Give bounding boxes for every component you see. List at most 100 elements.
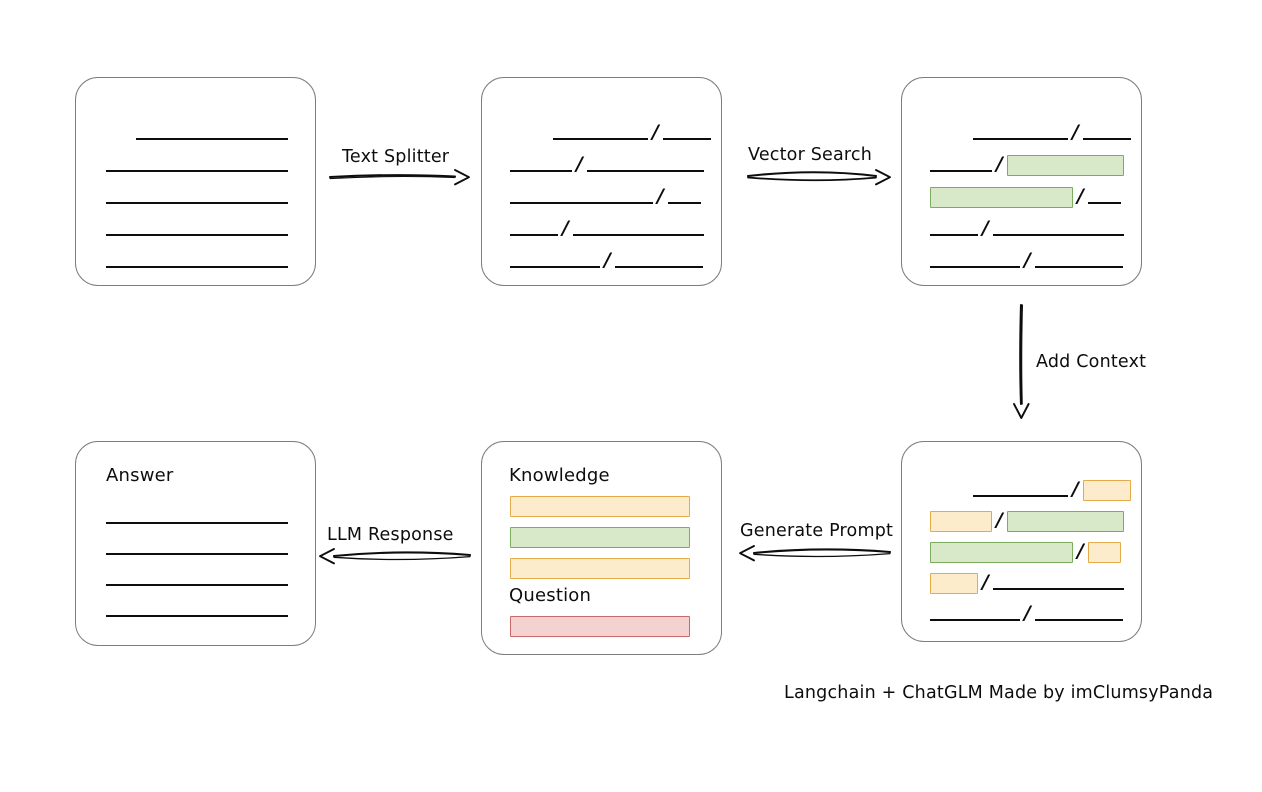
- edge-label-text-splitter: Text Splitter: [342, 147, 450, 167]
- document-line: [76, 123, 315, 143]
- text-line-segment: [1082, 123, 1131, 143]
- text-line-segment: [106, 569, 288, 589]
- box-context-chunks[interactable]: / / / / /: [901, 441, 1142, 642]
- box-matched-chunks[interactable]: / / / / /: [901, 77, 1142, 286]
- text-line-segment: [992, 219, 1124, 239]
- document-line: /: [902, 570, 1141, 594]
- footer-credit: Langchain + ChatGLM Made by imClumsyPand…: [784, 683, 1214, 703]
- matched-chunks-rows: / / / / /: [902, 78, 1141, 285]
- text-line-segment: [106, 538, 288, 558]
- text-line-segment: [992, 573, 1124, 593]
- box-prompt[interactable]: Knowledge Question: [481, 441, 722, 655]
- text-line-segment: [930, 604, 1020, 624]
- box-source-document[interactable]: [75, 77, 316, 286]
- chunk-separator-slash: /: [996, 508, 1003, 531]
- highlight-chip-green: [930, 541, 1073, 563]
- arrow-add-context: [1013, 303, 1030, 419]
- text-line-segment: [510, 219, 558, 239]
- text-line-segment: [510, 251, 600, 271]
- document-line: /: [902, 248, 1141, 271]
- chunk-separator-slash: /: [562, 216, 569, 239]
- text-line-segment: [106, 507, 288, 527]
- text-line-segment: [614, 251, 703, 271]
- document-line: /: [902, 216, 1141, 239]
- chunk-separator-slash: /: [604, 248, 611, 271]
- document-line: /: [902, 477, 1141, 501]
- chunk-separator-slash: /: [657, 184, 664, 207]
- box-split-chunks[interactable]: / / / / /: [481, 77, 722, 286]
- text-line-segment: [553, 123, 648, 143]
- text-line-segment: [510, 187, 653, 207]
- highlight-chip-green: [1006, 510, 1124, 532]
- document-line: [76, 251, 315, 271]
- text-line-segment: [1034, 604, 1123, 624]
- document-line: /: [902, 186, 1141, 208]
- prompt-question-bars: [482, 442, 721, 654]
- edge-label-add-context: Add Context: [1036, 352, 1147, 372]
- box-answer[interactable]: Answer: [75, 441, 316, 646]
- text-line-segment: [106, 600, 288, 620]
- prompt-knowledge-bars: [482, 442, 721, 654]
- edge-label-vector-search: Vector Search: [748, 145, 873, 165]
- text-line-segment: [930, 219, 978, 239]
- text-line-segment: [106, 187, 288, 207]
- answer-title: Answer: [106, 465, 174, 486]
- prompt-bar-row: [482, 526, 721, 548]
- text-line-segment: [510, 155, 572, 175]
- document-line: [76, 155, 315, 175]
- answer-rows: [76, 442, 315, 645]
- document-line: /: [902, 154, 1141, 176]
- text-line-segment: [973, 480, 1068, 500]
- document-line: /: [482, 152, 721, 175]
- document-line: /: [482, 120, 721, 143]
- chunk-separator-slash: /: [982, 570, 989, 593]
- text-line-segment: [572, 219, 704, 239]
- prompt-knowledge-label: Knowledge: [509, 465, 610, 486]
- text-line-segment: [930, 155, 992, 175]
- chunk-separator-slash: /: [1072, 477, 1079, 500]
- chunk-separator-slash: /: [576, 152, 583, 175]
- document-line: /: [482, 184, 721, 207]
- text-line-segment: [136, 123, 288, 143]
- chunk-separator-slash: /: [1077, 539, 1084, 562]
- highlight-chip-green: [930, 186, 1073, 208]
- text-line-segment: [667, 187, 701, 207]
- highlight-chip-yellow: [930, 572, 978, 594]
- highlight-chip-yellow: [1087, 541, 1121, 563]
- document-line: /: [902, 508, 1141, 532]
- document-line: [76, 569, 315, 589]
- text-line-segment: [106, 251, 288, 271]
- text-line-segment: [662, 123, 711, 143]
- arrow-text-splitter: [328, 169, 470, 186]
- highlight-chip-yellow: [930, 510, 992, 532]
- highlight-chip-green: [1006, 154, 1124, 176]
- arrow-generate-prompt: [739, 545, 892, 562]
- edge-label-llm-response: LLM Response: [327, 525, 454, 545]
- document-line: [76, 507, 315, 527]
- document-line: /: [482, 248, 721, 271]
- prompt-question-label: Question: [509, 585, 592, 606]
- document-line: /: [902, 122, 1141, 143]
- arrow-llm-response: [319, 548, 472, 565]
- arrow-vector-search: [746, 169, 891, 186]
- text-line-segment: [106, 155, 288, 175]
- highlight-chip-yellow: [1082, 479, 1131, 501]
- prompt-bar-row: [482, 557, 721, 579]
- highlight-chip-green: [510, 526, 690, 548]
- document-line: /: [482, 216, 721, 239]
- document-line: [76, 219, 315, 239]
- highlight-chip-red: [510, 615, 690, 637]
- text-line-segment: [973, 123, 1068, 143]
- text-line-segment: [930, 251, 1020, 271]
- document-line: [76, 538, 315, 558]
- text-line-segment: [1034, 251, 1123, 271]
- prompt-bar-row: [482, 615, 721, 637]
- chunk-separator-slash: /: [1024, 601, 1031, 624]
- chunk-separator-slash: /: [982, 216, 989, 239]
- text-line-segment: [586, 155, 704, 175]
- chunk-separator-slash: /: [652, 120, 659, 143]
- chunk-separator-slash: /: [1024, 248, 1031, 271]
- prompt-bar-row: [482, 495, 721, 517]
- document-line: /: [902, 601, 1141, 624]
